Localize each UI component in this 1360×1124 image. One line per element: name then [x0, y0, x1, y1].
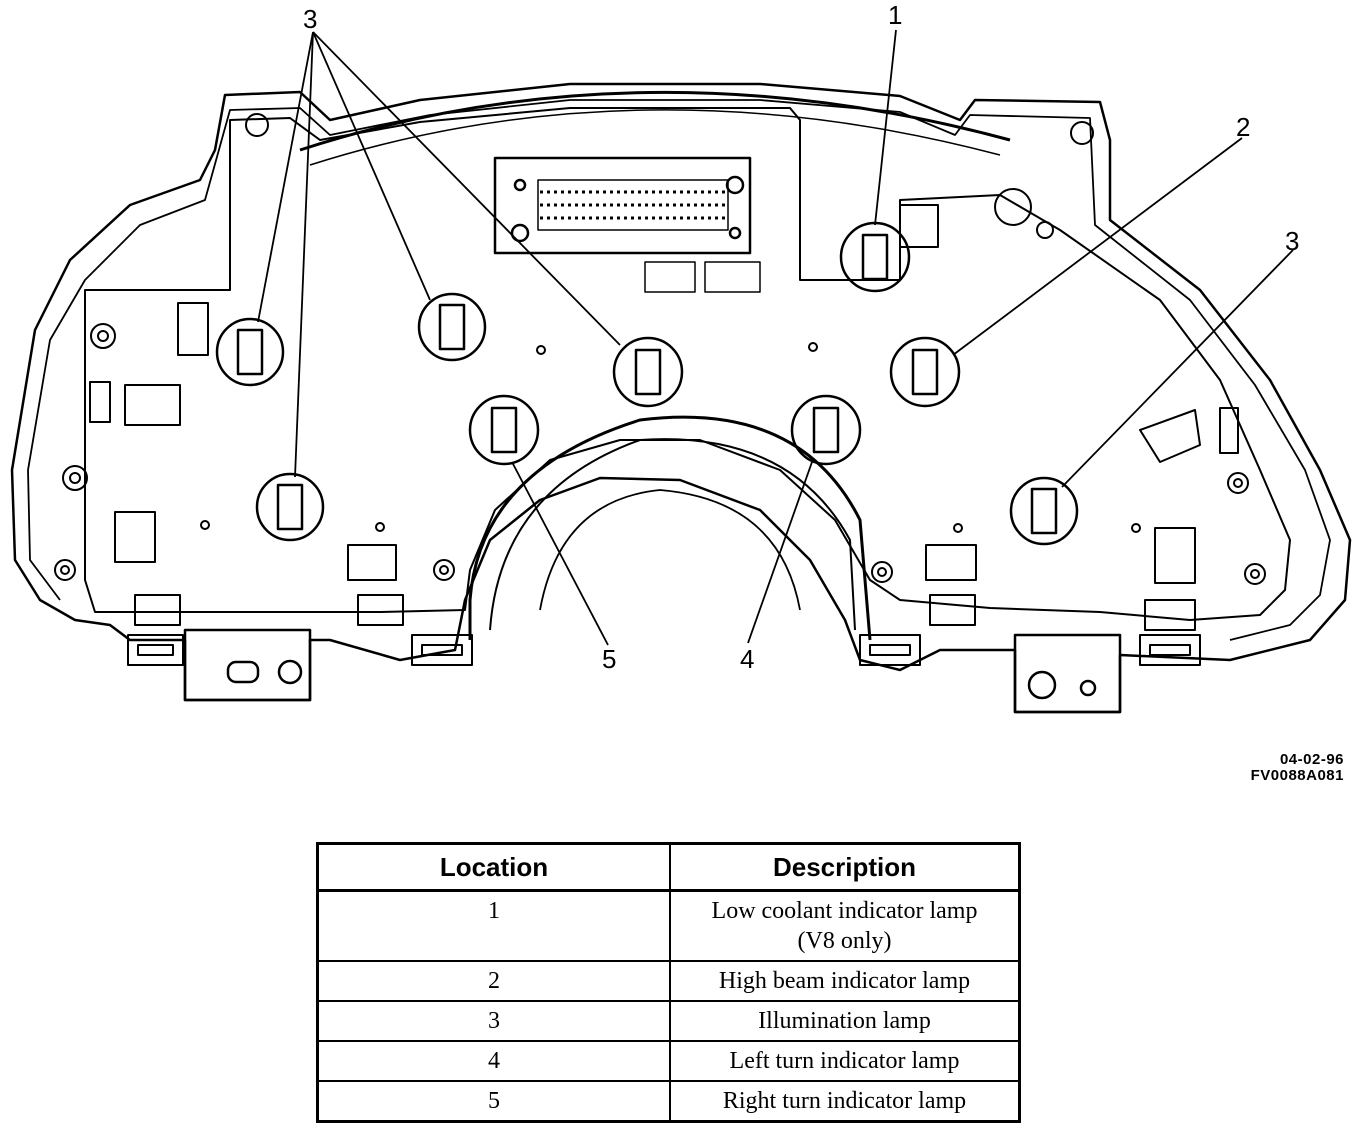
cluster-housing-outline	[10, 82, 1352, 714]
header-location: Location	[316, 842, 671, 892]
callout-5: 5	[602, 644, 616, 674]
table-header-row: Location Description	[316, 842, 1021, 892]
cell-description: Right turn indicator lamp	[669, 1080, 1021, 1123]
callout-4: 4	[740, 644, 754, 674]
table-row: 1 Low coolant indicator lamp (V8 only)	[316, 889, 1021, 962]
bulb-sockets	[215, 221, 1079, 546]
cell-location: 5	[316, 1080, 671, 1123]
table-row: 4 Left turn indicator lamp	[316, 1040, 1021, 1082]
lamp-location-table: Location Description 1 Low coolant indic…	[316, 842, 1021, 1123]
cell-location: 3	[316, 1000, 671, 1042]
circuit-board-outline	[84, 107, 1291, 621]
cell-description: High beam indicator lamp	[669, 960, 1021, 1002]
mounting-tab-left	[183, 628, 312, 702]
screw-bosses	[54, 113, 1266, 585]
callout-1: 1	[888, 0, 902, 30]
board-pads	[89, 204, 1239, 584]
callout-leader-lines	[257, 29, 1294, 646]
table-row: 3 Illumination lamp	[316, 1000, 1021, 1042]
cell-description: Low coolant indicator lamp (V8 only)	[669, 889, 1021, 962]
table-row: 5 Right turn indicator lamp	[316, 1080, 1021, 1123]
header-description: Description	[669, 842, 1021, 892]
cell-location: 1	[316, 889, 671, 962]
cell-description: Left turn indicator lamp	[669, 1040, 1021, 1082]
figure-date: 04-02-96	[1279, 751, 1344, 768]
table-row: 2 High beam indicator lamp	[316, 960, 1021, 1002]
upper-arc-strap	[299, 90, 1011, 152]
cell-description: Illumination lamp	[669, 1000, 1021, 1042]
gauge-opening-arc	[468, 415, 872, 641]
callout-3-right: 3	[1285, 226, 1299, 256]
cell-location: 4	[316, 1040, 671, 1082]
cell-location: 2	[316, 960, 671, 1002]
callout-3-top: 3	[303, 4, 317, 34]
retaining-clips	[127, 594, 1201, 666]
figure-id: FV0088A081	[1250, 767, 1344, 784]
cluster-inner-edge	[27, 99, 1331, 641]
electrical-connector	[493, 156, 752, 255]
instrument-cluster-diagram: 3 1 2 3 5 4	[10, 0, 1352, 714]
mounting-tab-right	[1013, 633, 1122, 714]
callout-2: 2	[1236, 112, 1250, 142]
